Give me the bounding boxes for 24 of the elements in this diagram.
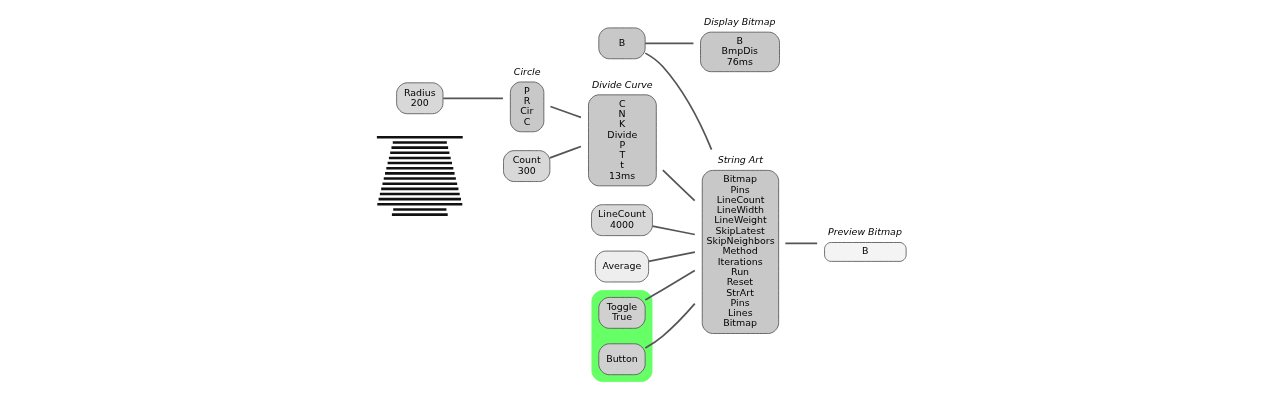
node-label: String Art xyxy=(717,154,763,166)
connector xyxy=(644,302,696,349)
node-box: Button xyxy=(598,343,646,376)
connector xyxy=(651,225,696,236)
connector xyxy=(644,42,695,45)
node-box: LineCount 4000 xyxy=(591,204,653,237)
node-label: Display Bitmap xyxy=(703,16,776,28)
connector xyxy=(647,251,696,263)
node-box: Toggle True xyxy=(598,297,646,329)
node-box: Count 300 xyxy=(503,150,551,182)
connector xyxy=(784,242,818,245)
node-box: Average xyxy=(594,250,649,283)
connector xyxy=(644,269,696,301)
connector xyxy=(662,169,696,202)
node-label: Preview Bitmap xyxy=(828,226,902,238)
node-label: Divide Curve xyxy=(591,78,653,90)
node-label: Circle xyxy=(513,65,541,77)
node-box: Radius 200 xyxy=(396,82,444,115)
connector xyxy=(549,145,582,159)
connector xyxy=(549,105,582,119)
connector xyxy=(442,97,504,100)
node-box: B xyxy=(598,27,646,60)
cluster xyxy=(591,290,653,382)
connector xyxy=(644,52,713,151)
